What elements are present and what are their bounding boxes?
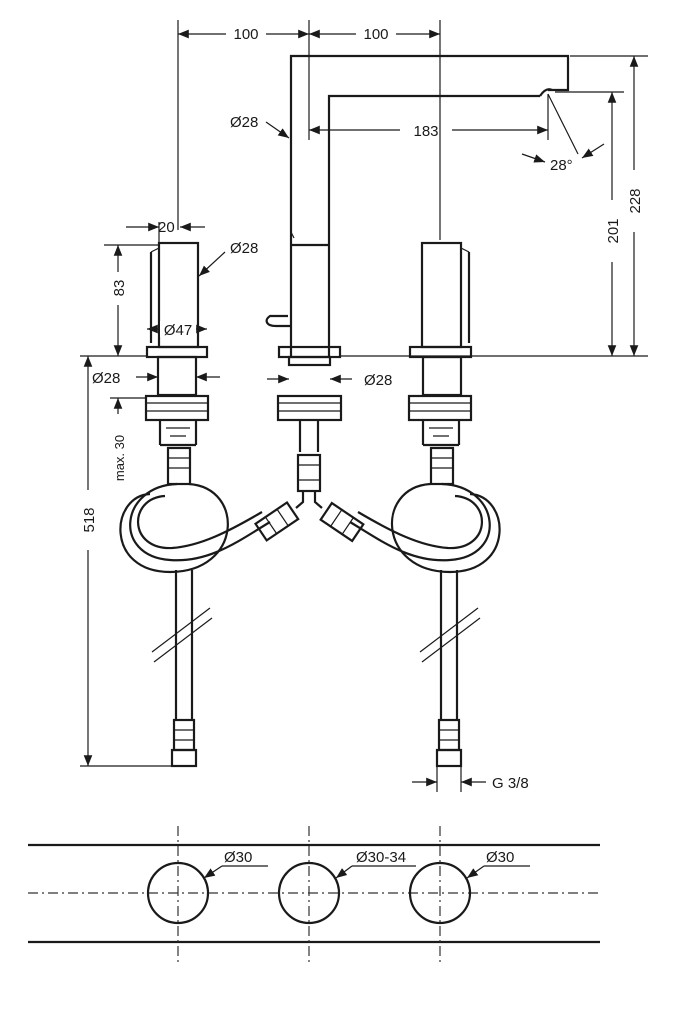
spout-diameter-dimension: Ø28: [230, 114, 290, 139]
dim-spout-diameter: Ø28: [230, 114, 258, 131]
right-mounting-nut: [407, 394, 473, 447]
left-shank-dimension: Ø28: [92, 370, 220, 387]
dim-handle-base-diameter: Ø47: [164, 322, 192, 339]
hole-left: [146, 861, 210, 925]
spout-reach-dimension: 183: [309, 94, 549, 140]
center-shank-dimension: Ø28: [267, 372, 392, 389]
dim-hole-left: Ø30: [224, 849, 252, 866]
dim-handle-diameter: Ø28: [230, 240, 258, 257]
dim-right-spacing: 100: [363, 26, 388, 43]
dim-handle-width: 20: [158, 219, 175, 236]
left-supply-line: [151, 570, 213, 768]
dim-left-spacing: 100: [233, 26, 258, 43]
deck-cutout-plan: Ø30 Ø30-34 Ø30: [28, 826, 600, 962]
hole-right: [408, 861, 472, 925]
dim-left-shank: Ø28: [92, 370, 120, 387]
tee-connector: [253, 453, 365, 543]
left-valve-connector: [166, 446, 192, 486]
deck-thickness-dimension: max. 30: [110, 397, 146, 481]
dim-max-deck-thickness: max. 30: [112, 435, 127, 481]
dim-connection-thread: G 3/8: [492, 775, 529, 792]
left-handle: [145, 241, 209, 397]
dim-hose-length: 518: [81, 507, 98, 532]
dim-center-shank: Ø28: [364, 372, 392, 389]
left-looped-hose: [119, 482, 271, 574]
handle-height-dimension: 83: [80, 244, 158, 357]
height-dimensions: 201 228: [340, 55, 648, 357]
connection-thread-dimension: G 3/8: [412, 766, 529, 792]
spout: [265, 54, 570, 367]
handle-base-diameter-dimension: Ø47: [147, 321, 207, 339]
dim-outlet-height: 201: [605, 218, 622, 243]
right-looped-hose: [349, 482, 501, 574]
center-mounting-nut: [276, 394, 343, 452]
dim-overall-height: 228: [627, 188, 644, 213]
handle-diameter-dimension: Ø28: [198, 240, 258, 277]
spout-angle-dimension: 28°: [521, 93, 605, 174]
hole-center: [277, 861, 341, 925]
left-mounting-nut: [144, 394, 210, 447]
handle-width-dimension: 20: [126, 219, 205, 243]
dim-hole-center: Ø30-34: [356, 849, 406, 866]
right-handle: [408, 241, 473, 397]
right-supply-line: [419, 570, 481, 768]
dim-handle-height: 83: [111, 280, 128, 297]
dim-hole-right: Ø30: [486, 849, 514, 866]
right-valve-connector: [429, 446, 455, 486]
dim-spout-reach: 183: [413, 123, 438, 140]
hose-length-dimension: 518: [80, 356, 172, 767]
dim-spout-angle: 28°: [550, 157, 573, 174]
